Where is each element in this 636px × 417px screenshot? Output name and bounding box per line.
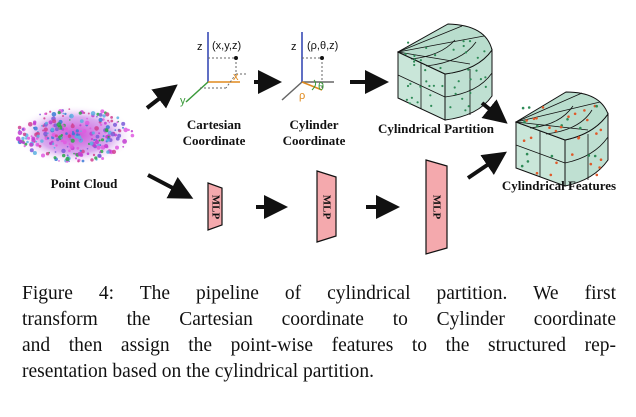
point-cloud-image (15, 105, 135, 165)
cylinder-label-line2: Coordinate (283, 133, 346, 148)
cylinder-theta-label: θ (318, 81, 324, 93)
cylinder-z-label: z (291, 41, 297, 53)
cartesian-x-label: x (233, 71, 239, 83)
cylinder-rho-label: ρ (299, 90, 305, 102)
cartesian-label-line2: Coordinate (183, 133, 246, 148)
partition-label: Cylindrical Partition (378, 121, 495, 136)
arrow-to-mlp-1 (147, 173, 194, 199)
partition-points (404, 40, 487, 112)
cartesian-axes-diagram: z y x (x,y,z) (180, 32, 246, 107)
feature-points (520, 104, 603, 177)
arrow-mlp3-to-features (466, 151, 507, 180)
point-cloud-label: Point Cloud (51, 176, 119, 191)
pipeline-diagram: Point Cloud z y x (x,y,z) Cartesian Coor… (15, 23, 616, 255)
cylinder-label-line1: Cylinder (289, 117, 338, 132)
caption-line-3: and then assign the point-wise features … (22, 335, 616, 356)
arrow-partition-to-features (480, 99, 508, 124)
cylindrical-partition-sector (396, 23, 493, 121)
figure-caption: Figure 4: The pipeline of cylindrical pa… (22, 281, 616, 385)
caption-line-2: transform the Cartesian coordinate to Cy… (22, 309, 616, 330)
mlp-block-3: MLP (425, 159, 448, 255)
mlp-label-1: MLP (209, 195, 221, 220)
caption-line-1: Figure 4: The pipeline of cylindrical pa… (22, 283, 616, 304)
arrow-to-cartesian (145, 84, 178, 110)
cartesian-label-line1: Cartesian (187, 117, 242, 132)
mlp-label-2: MLP (320, 195, 332, 220)
mlp-label-3: MLP (430, 195, 442, 220)
cylinder-axes-diagram: z ρ θ (ρ,θ,z) (281, 32, 338, 102)
cartesian-y-label: y (180, 95, 186, 107)
cylindrical-features-sector (514, 91, 609, 187)
caption-line-4: resentation based on the cylindrical par… (22, 361, 374, 382)
mlp-block-1: MLP (207, 182, 223, 231)
cylinder-point-label: (ρ,θ,z) (307, 40, 338, 52)
point-cloud-points (15, 108, 135, 163)
mlp-block-2: MLP (316, 170, 337, 243)
cartesian-point-label: (x,y,z) (212, 40, 241, 52)
cartesian-z-label: z (197, 41, 203, 53)
features-label: Cylindrical Features (502, 178, 616, 193)
